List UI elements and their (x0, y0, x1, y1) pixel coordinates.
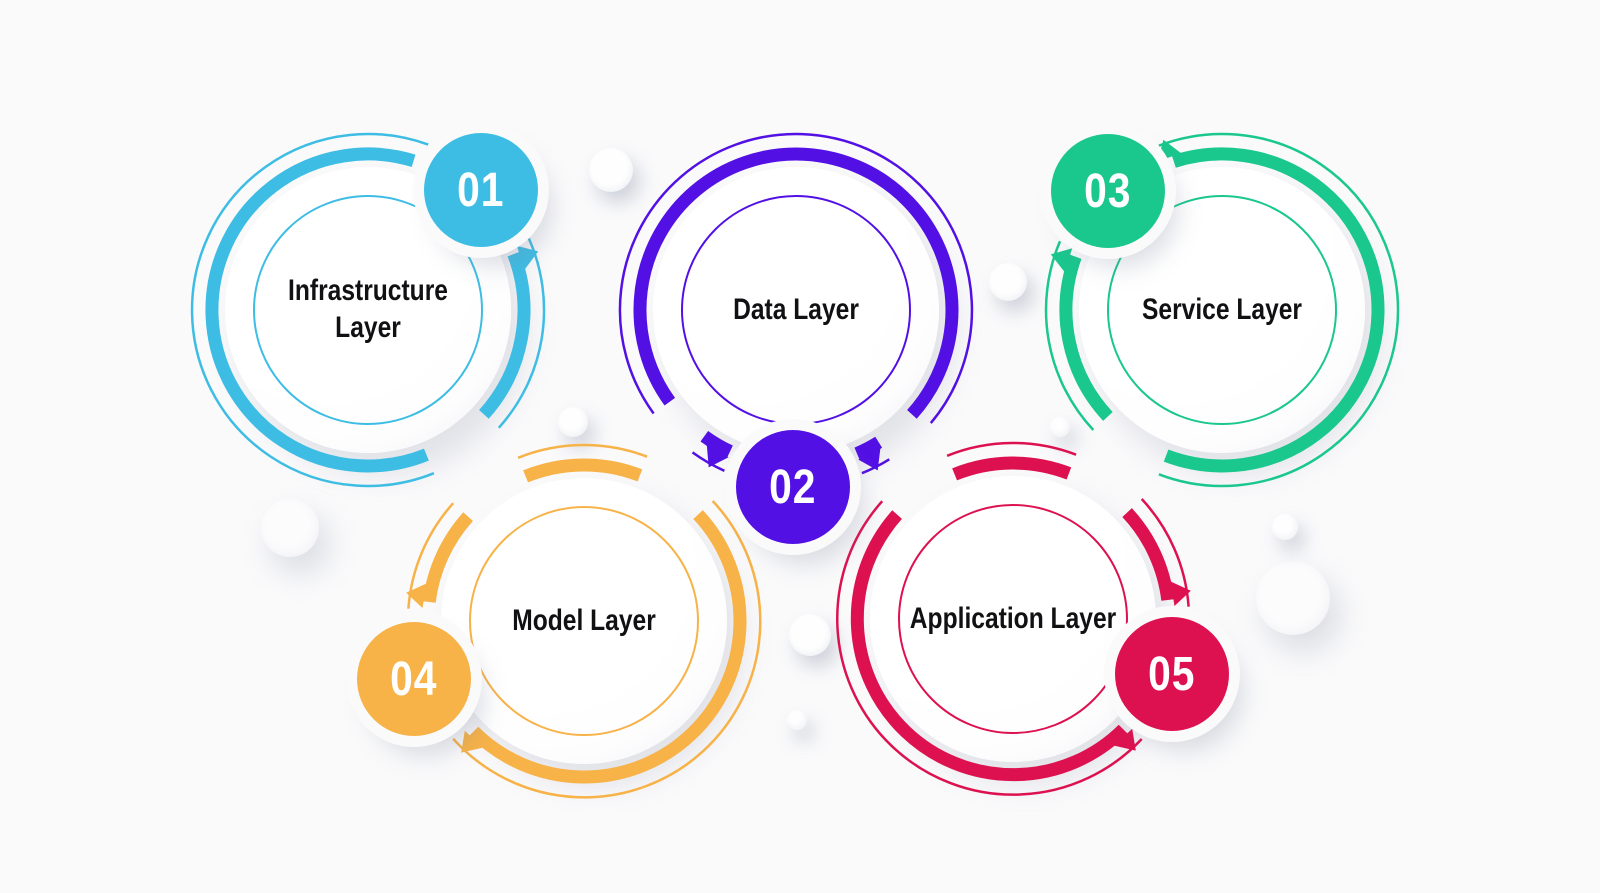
badge-03: 03 (1051, 134, 1165, 248)
badge-05: 05 (1115, 617, 1229, 731)
badge-01: 01 (424, 133, 538, 247)
badge-number: 05 (1148, 647, 1196, 701)
layer-circle-data: Data Layer (653, 167, 939, 453)
layer-label: Service Layer (1141, 292, 1303, 326)
badge-number: 04 (390, 652, 438, 706)
layer-label: Application Layer (909, 601, 1117, 635)
decor-dot (589, 148, 633, 192)
decor-dot (787, 710, 807, 730)
layer-label: Model Layer (512, 603, 656, 637)
decor-dot (1272, 514, 1298, 540)
badge-02: 02 (736, 430, 850, 544)
layer-label: Infrastructure Layer (288, 274, 448, 344)
layer-circle-model: Model Layer (441, 478, 727, 764)
badge-number: 03 (1084, 164, 1132, 218)
decor-dot (261, 499, 319, 557)
layer-circle-application: Application Layer (870, 476, 1156, 762)
badge-number: 01 (457, 163, 505, 217)
decor-dot (558, 407, 588, 437)
decor-dot (1050, 417, 1070, 437)
badge-number: 02 (769, 460, 817, 514)
decor-dot (1256, 561, 1330, 635)
badge-04: 04 (357, 622, 471, 736)
decor-dot (789, 614, 831, 656)
decor-dot (989, 263, 1027, 301)
layer-label: Data Layer (733, 292, 859, 326)
